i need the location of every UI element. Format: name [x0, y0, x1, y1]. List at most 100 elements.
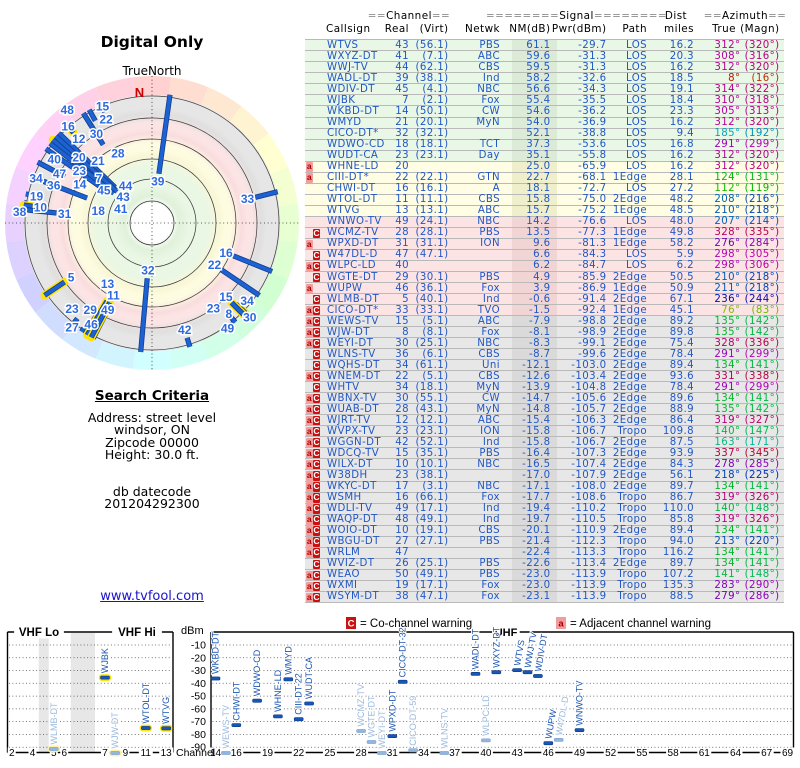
adjacent-warning-badge: a	[306, 315, 313, 327]
cell-miles: 89.7	[669, 558, 694, 570]
cell-callsign: WJBK	[327, 95, 356, 107]
cochannel-legend-badge	[346, 617, 356, 629]
cell-callsign: WMYD	[327, 117, 362, 129]
cell-magn-az: (142°)	[744, 315, 780, 327]
cell-real: 34	[395, 381, 409, 393]
station-marker	[397, 679, 408, 684]
channel-tick-label: 69	[782, 748, 794, 759]
station-marker-label: CICO-DT-59	[408, 696, 418, 746]
cell-callsign: WNWO-TV	[327, 216, 382, 228]
cell-nm: -19.4	[522, 503, 551, 515]
channel-tick-bg	[728, 747, 743, 758]
cell-miles: 50.9	[669, 282, 694, 294]
cell-true-az: 319°	[714, 492, 741, 504]
cell-magn-az: (218°)	[744, 282, 780, 294]
cell-callsign: WQHS-DT	[327, 359, 380, 371]
cell-nm: 9.6	[533, 238, 551, 250]
radar-bar-label: 43	[116, 190, 130, 204]
adjacent-warning-badge: a	[306, 161, 313, 172]
cell-netwk: MyN	[476, 381, 500, 393]
radar-bar-label: 33	[241, 192, 255, 206]
cell-path: Tropo	[617, 580, 647, 592]
cell-pwr: -113.4	[571, 558, 607, 570]
channel-tick-label: 37	[449, 748, 461, 759]
table-group-header: ========Signal========	[485, 9, 668, 22]
station-marker-label: WTOL-DT	[141, 682, 151, 723]
cell-miles: 58.2	[669, 238, 694, 250]
cell-true-az: 319°	[714, 414, 741, 426]
cell-real: 16	[395, 492, 409, 504]
adjacent-warning-badge: a	[306, 260, 313, 272]
cochannel-warning-badge: C	[313, 326, 320, 338]
cell-netwk: PBS	[479, 448, 500, 459]
cell-magn-az: (147°)	[744, 425, 780, 437]
cell-nm: 22.7	[526, 172, 551, 184]
cell-pwr: -103.4	[571, 370, 607, 382]
cell-netwk: ION	[480, 425, 500, 437]
cell-real: 43	[395, 39, 409, 51]
radar-bar-label: 31	[58, 207, 72, 221]
cochannel-warning-badge: C	[313, 260, 320, 272]
cell-miles: 19.1	[669, 84, 694, 95]
channel-tick-bg	[385, 747, 400, 758]
cell-magn-az: (327°)	[744, 414, 780, 426]
cell-magn-az: (320°)	[744, 39, 780, 51]
cell-nm: -17.7	[522, 492, 551, 504]
cell-nm: -15.8	[522, 425, 551, 437]
nm-column-shade	[511, 437, 557, 449]
nm-column-shade	[511, 349, 557, 361]
cell-true-az: 291°	[714, 139, 741, 151]
cell-virt: (6.1)	[422, 348, 449, 360]
cell-callsign: WAQP-DT	[327, 514, 378, 526]
cell-real: 46	[395, 282, 409, 294]
cell-virt: (25.1)	[415, 337, 449, 349]
station-marker	[377, 751, 387, 755]
adjacent-legend-symbol: a	[558, 619, 564, 630]
cell-true-az: 283°	[714, 580, 741, 592]
adjacent-warning-badge: a	[306, 503, 313, 514]
north-indicator: N	[135, 85, 144, 100]
channel-tick-bg	[229, 747, 244, 758]
cell-true-az: 312°	[714, 161, 741, 173]
adjacent-warning-badge: a	[306, 337, 313, 349]
nm-column-shade	[511, 514, 557, 526]
cell-magn-az: (141°)	[744, 359, 780, 371]
cell-pwr: -36.2	[578, 106, 607, 118]
cell-nm: -1.5	[529, 304, 551, 316]
cell-miles: 6.2	[676, 260, 694, 272]
cell-nm: -13.9	[522, 381, 551, 393]
cell-pwr: -32.6	[578, 72, 607, 84]
radar-bar	[65, 124, 75, 134]
cell-true-az: 8°	[728, 72, 741, 84]
cell-path: Tropo	[617, 425, 647, 437]
cell-nm: -16.5	[522, 459, 551, 471]
cell-netwk: PBS	[479, 569, 500, 581]
cell-virt: (18.1)	[415, 139, 449, 151]
radar-bar	[157, 94, 172, 175]
nm-column-shade	[511, 580, 557, 592]
cochannel-warning-badge: C	[313, 404, 320, 415]
cell-callsign: CICO-DT*	[327, 128, 379, 140]
radar-bar	[254, 189, 279, 200]
cell-netwk: Uni	[482, 359, 500, 371]
radar-bar-label: 18	[92, 204, 106, 218]
station-marker	[356, 729, 366, 733]
cell-callsign: WXYZ-DT	[327, 50, 378, 62]
cell-path: 1Edge	[612, 172, 647, 184]
cell-callsign: WSMH	[327, 492, 362, 504]
nm-column-shade	[511, 106, 557, 118]
nm-column-shade	[511, 117, 557, 129]
cell-pwr: -68.1	[578, 172, 607, 184]
tvfool-link[interactable]: www.tvfool.com	[100, 589, 204, 604]
radar-bar-label: 21	[91, 154, 105, 168]
station-marker-label: WLPC-LD	[481, 695, 491, 736]
nm-column-shade	[511, 536, 557, 548]
adjacent-warning-badge: a	[306, 470, 313, 481]
cell-real: 47	[395, 547, 409, 559]
cell-magn-az: (318°)	[744, 95, 780, 107]
cell-callsign: WWJ-TV	[327, 61, 369, 73]
